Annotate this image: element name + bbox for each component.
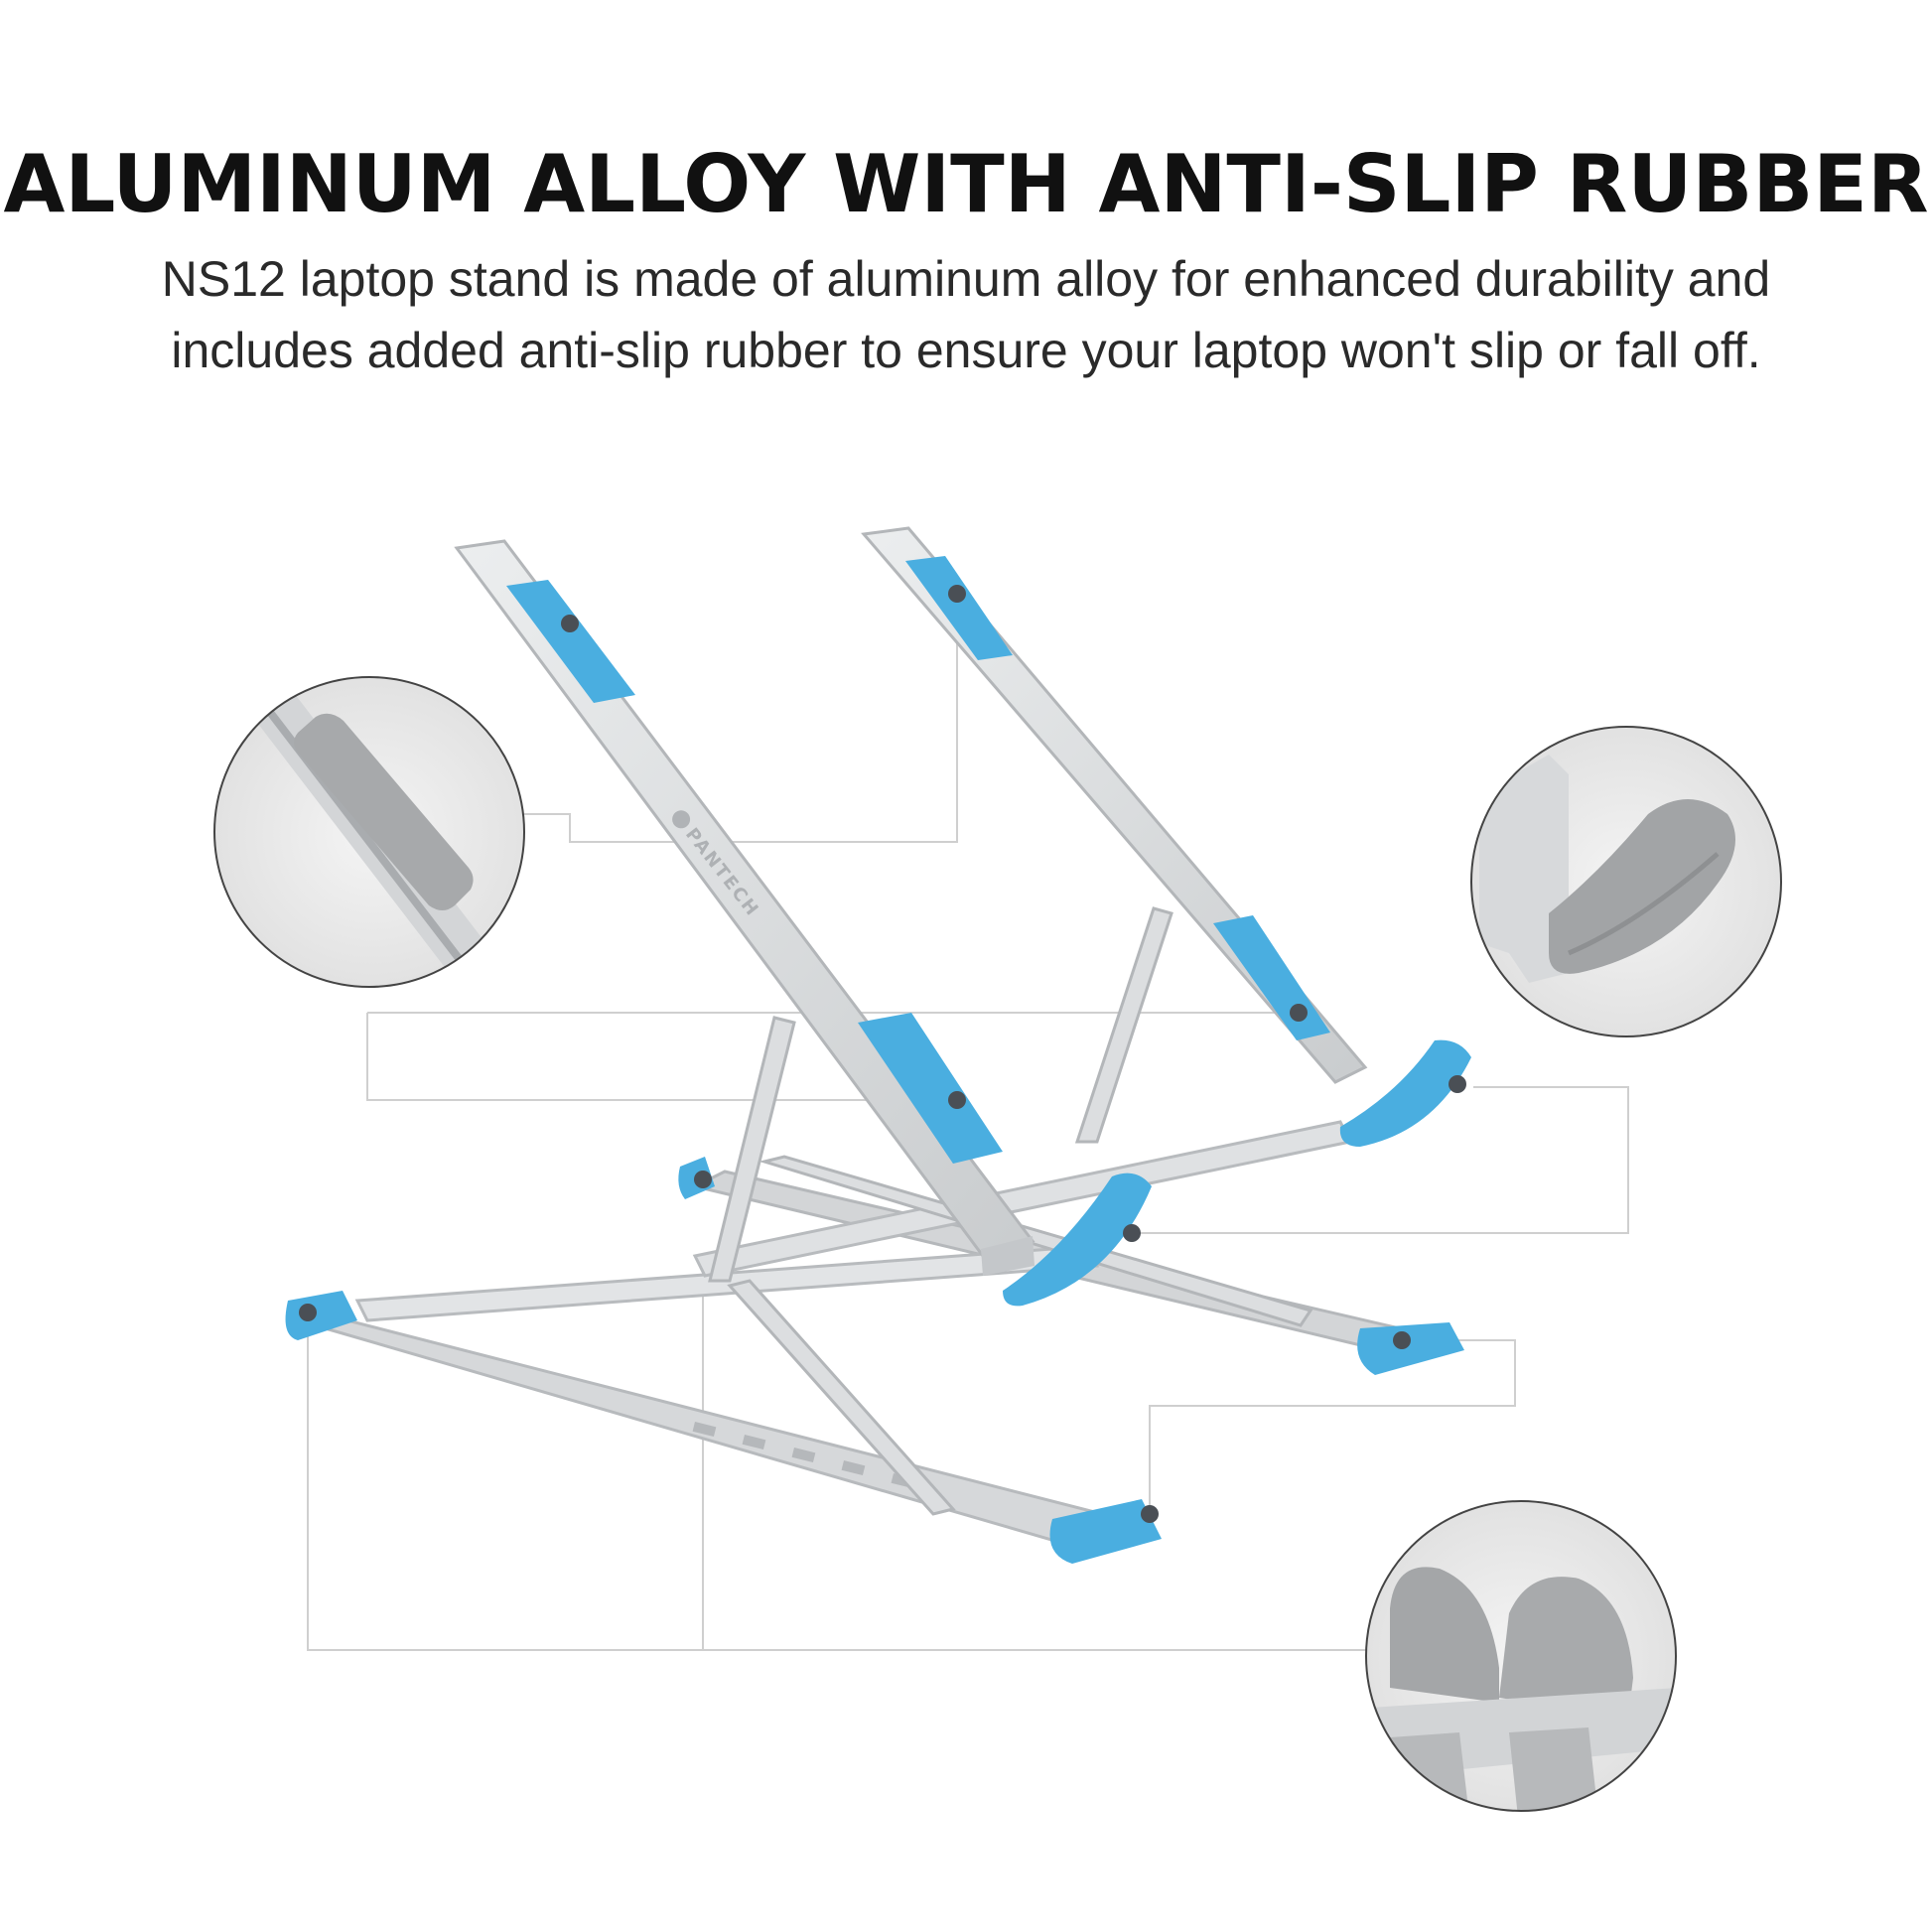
left-top-plate bbox=[454, 539, 1035, 1276]
description-line-1: NS12 laptop stand is made of aluminum al… bbox=[161, 251, 1771, 307]
logo-icon bbox=[672, 810, 691, 829]
zoom-detail-feet bbox=[1365, 1500, 1677, 1812]
support-struts bbox=[708, 906, 1313, 1516]
zoom-detail-hook bbox=[1470, 726, 1782, 1037]
callout-dots bbox=[299, 585, 1466, 1523]
page-title: ALUMINUM ALLOY WITH ANTI-SLIP RUBBER bbox=[3, 138, 1929, 230]
zoom-detail-pad bbox=[213, 676, 525, 988]
rubber-pads bbox=[506, 556, 1330, 1164]
rubber-feet bbox=[285, 1039, 1471, 1564]
product-description: NS12 laptop stand is made of aluminum al… bbox=[0, 243, 1932, 386]
description-line-2: includes added anti-slip rubber to ensur… bbox=[171, 323, 1761, 378]
